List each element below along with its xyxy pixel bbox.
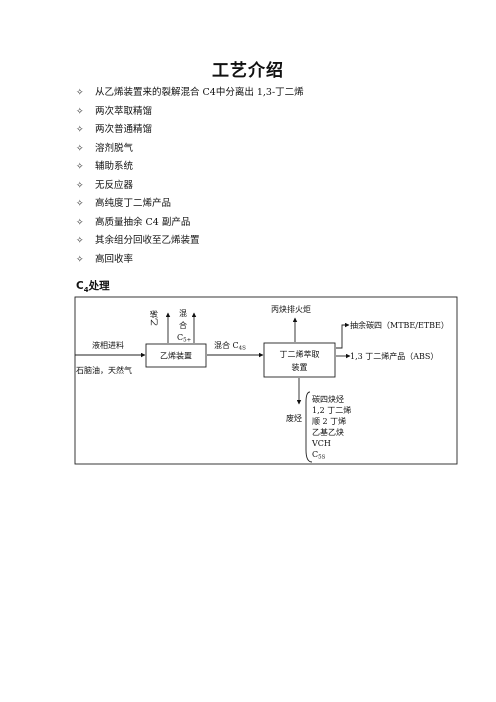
- list-item-text: 辅助系统: [95, 161, 134, 173]
- list-item-text: 高纯度丁二烯产品: [95, 198, 172, 210]
- diamond-star-icon: ✧: [76, 162, 84, 173]
- list-item-text: 两次萃取精馏: [95, 105, 153, 117]
- list-item: ✧ 高纯度丁二烯产品: [76, 195, 304, 214]
- list-item: ✧ 溶剂脱气: [76, 140, 304, 159]
- mixed-c5-label-1: 混: [179, 309, 187, 318]
- list-item-text: 溶剂脱气: [95, 142, 134, 154]
- diamond-star-icon: ✧: [76, 106, 84, 117]
- diamond-star-icon: ✧: [76, 217, 84, 228]
- waste-brace: [305, 391, 313, 463]
- butadiene-product-label: 1,3 丁二烯产品（ABS）: [350, 351, 438, 361]
- naphtha-gas-label: 石脑油，天然气: [76, 365, 132, 375]
- section-heading: C4处理: [76, 278, 110, 294]
- list-item-text: 高质量抽余 C4 副产品: [95, 216, 191, 228]
- feature-list: ✧ 从乙烯装置来的裂解混合 C4中分离出 1,3-丁二烯 ✧ 两次萃取精馏 ✧ 两次普…: [76, 84, 304, 269]
- waste-item: 1,2 丁二烯: [312, 405, 351, 415]
- liquid-feed-label: 液相进料: [92, 340, 124, 350]
- page-title: 工艺介绍: [212, 61, 284, 81]
- waste-hc-label: 废烃: [286, 413, 302, 423]
- diamond-star-icon: ✧: [76, 236, 84, 247]
- waste-item: 顺 2 丁烯: [312, 416, 346, 426]
- ethylene-unit-label: 乙烯装置: [160, 351, 192, 361]
- waste-item-c5: C5S: [312, 450, 326, 461]
- list-item-text: 无反应器: [95, 179, 134, 191]
- raffinate-arrow: [336, 322, 350, 349]
- diamond-star-icon: ✧: [76, 88, 84, 99]
- list-item-text: 两次普通精馏: [95, 124, 153, 136]
- mixed-c4-label: 混合 C4S: [214, 340, 246, 352]
- diamond-star-icon: ✧: [76, 143, 84, 154]
- list-item: ✧ 高回收率: [76, 251, 304, 270]
- diamond-star-icon: ✧: [76, 199, 84, 210]
- list-item: ✧ 无反应器: [76, 177, 304, 196]
- diamond-star-icon: ✧: [76, 254, 84, 265]
- list-item-text: 高回收率: [95, 253, 134, 265]
- section-heading-sub: 4: [83, 286, 89, 295]
- raffinate-label: 抽余碳四（MTBE/ETBE）: [350, 320, 449, 330]
- section-heading-prefix: C: [76, 280, 84, 292]
- list-item: ✧ 从乙烯装置来的裂解混合 C4中分离出 1,3-丁二烯: [76, 84, 304, 103]
- list-item: ✧ 两次萃取精馏: [76, 103, 304, 122]
- mixed-c5-label-2: 合: [179, 320, 187, 330]
- ethylene-out-label: 乙烯: [149, 310, 159, 326]
- section-heading-suffix: 处理: [88, 280, 110, 292]
- list-item: ✧ 高质量抽余 C4 副产品: [76, 214, 304, 233]
- list-item: ✧ 其余组分回收至乙烯装置: [76, 232, 304, 251]
- list-item: ✧ 两次普通精馏: [76, 121, 304, 140]
- process-flow-diagram: 乙烯装置 丁二烯萃取 装置 液相进料 石脑油，天然气 乙烯 混 合 C5+ 混合…: [74, 296, 458, 465]
- diamond-star-icon: ✧: [76, 180, 84, 191]
- waste-item: VCH: [311, 439, 331, 448]
- propyne-flare-label: 丙炔排火炬: [271, 304, 311, 314]
- butadiene-unit-box: [263, 342, 336, 378]
- mixed-c5-label-3: C5+: [177, 333, 192, 344]
- waste-item: 乙基乙炔: [312, 427, 344, 437]
- list-item-text: 从乙烯装置来的裂解混合 C4中分离出 1,3-丁二烯: [95, 87, 304, 99]
- butadiene-unit-label-2: 装置: [292, 362, 308, 372]
- butadiene-unit-label-1: 丁二烯萃取: [280, 349, 320, 359]
- list-item: ✧ 辅助系统: [76, 158, 304, 177]
- list-item-text: 其余组分回收至乙烯装置: [95, 235, 200, 247]
- diagram-frame: [74, 296, 458, 465]
- waste-item: 碳四炔烃: [312, 394, 344, 404]
- ethylene-unit-box: [145, 343, 207, 368]
- diamond-star-icon: ✧: [76, 125, 84, 136]
